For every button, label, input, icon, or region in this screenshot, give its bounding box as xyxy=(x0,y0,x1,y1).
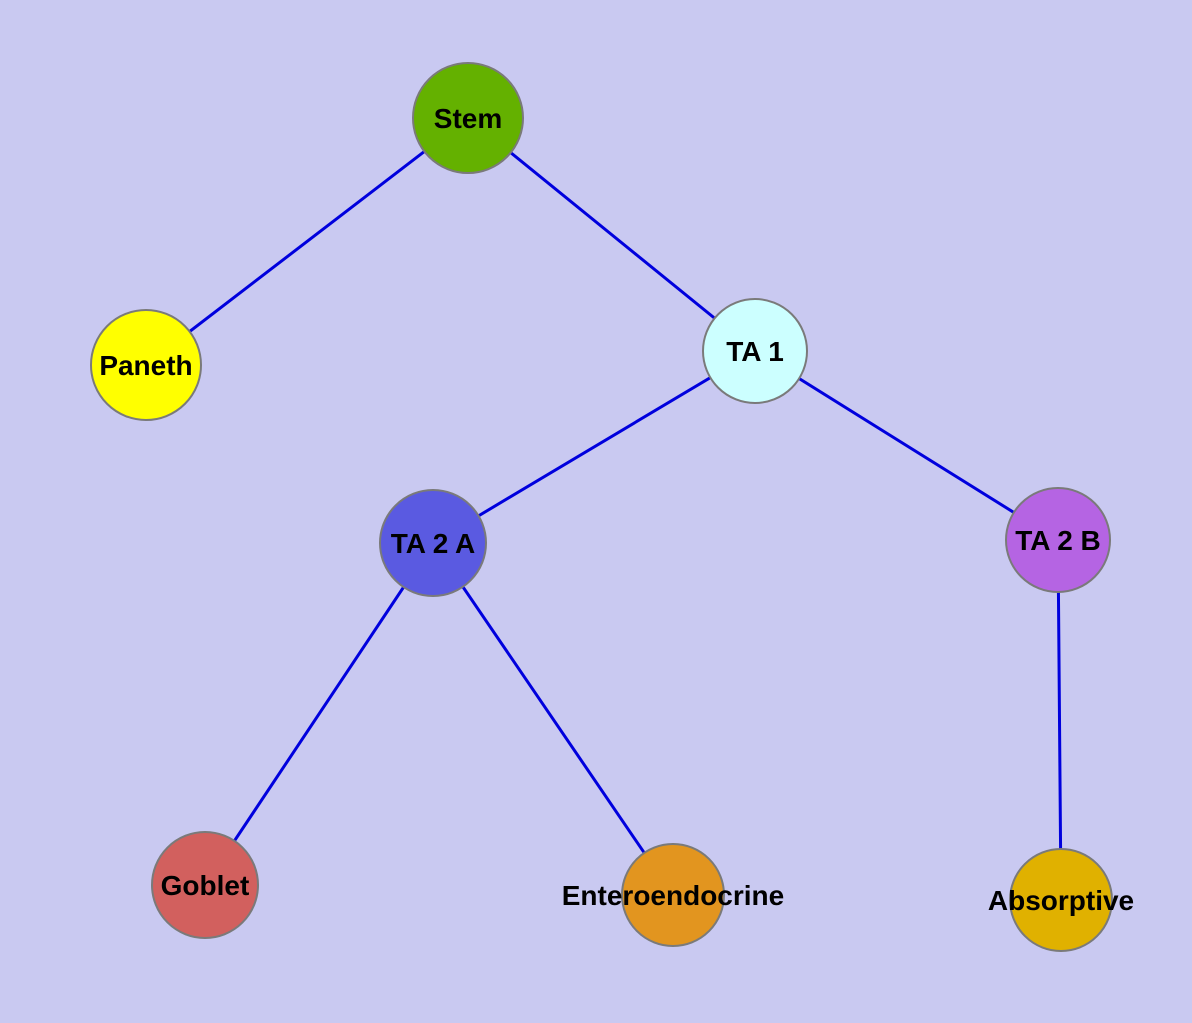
node-label-paneth: Paneth xyxy=(99,350,192,381)
edge-ta2a-to-enteroendocrine xyxy=(431,541,675,897)
node-label-stem: Stem xyxy=(434,103,502,134)
node-label-absorptive: Absorptive xyxy=(988,885,1134,916)
node-enteroendocrine[interactable] xyxy=(621,843,725,947)
edge-ta1-to-ta2b xyxy=(753,349,1060,542)
node-ta2b[interactable] xyxy=(1005,487,1111,593)
edge-ta2a-to-goblet xyxy=(203,541,435,887)
edge-ta1-to-ta2a xyxy=(431,349,757,545)
edge-stem-to-ta1 xyxy=(466,116,757,353)
node-label-ta2a: TA 2 A xyxy=(391,528,476,559)
node-ta2a[interactable] xyxy=(379,489,487,597)
node-label-enteroendocrine: Enteroendocrine xyxy=(562,880,784,911)
node-label-ta1: TA 1 xyxy=(726,336,784,367)
node-stem[interactable] xyxy=(412,62,524,174)
node-absorptive[interactable] xyxy=(1009,848,1113,952)
node-label-ta2b: TA 2 B xyxy=(1015,525,1101,556)
node-goblet[interactable] xyxy=(151,831,259,939)
node-paneth[interactable] xyxy=(90,309,202,421)
edge-stem-to-paneth xyxy=(144,116,470,367)
node-ta1[interactable] xyxy=(702,298,808,404)
edge-ta2b-to-absorptive xyxy=(1056,538,1063,902)
node-label-goblet: Goblet xyxy=(161,870,250,901)
